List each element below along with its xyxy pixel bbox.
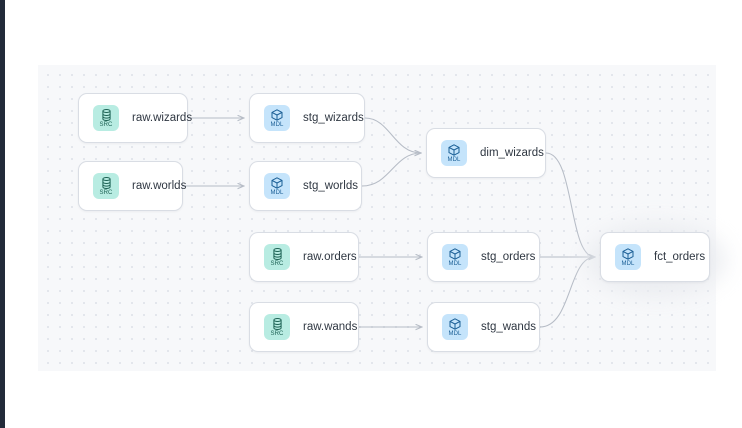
node-label: stg_wizards — [303, 112, 364, 124]
node-kind-badge-src: SRC — [264, 314, 290, 340]
node-kind-label: MDL — [621, 260, 635, 267]
node-raw-orders[interactable]: SRC raw.orders — [249, 232, 359, 282]
node-kind-badge-mdl: MDL — [442, 244, 468, 270]
node-kind-label: MDL — [448, 260, 462, 267]
node-kind-badge-mdl: MDL — [264, 173, 290, 199]
node-kind-badge-mdl: MDL — [442, 314, 468, 340]
cube-icon — [449, 247, 461, 260]
node-kind-label: SRC — [270, 260, 284, 267]
node-kind-label: SRC — [99, 189, 113, 196]
node-label: raw.orders — [303, 251, 357, 263]
cube-icon — [271, 176, 283, 189]
node-label: stg_orders — [481, 251, 536, 263]
node-label: raw.worlds — [132, 180, 187, 192]
node-raw-worlds[interactable]: SRC raw.worlds — [78, 161, 187, 211]
node-kind-badge-src: SRC — [93, 173, 119, 199]
cube-icon — [448, 143, 460, 156]
node-kind-badge-src: SRC — [93, 105, 119, 131]
node-kind-label: MDL — [270, 121, 284, 128]
edge-dim-wizards-fct-orders — [545, 152, 595, 257]
node-kind-badge-mdl: MDL — [264, 105, 290, 131]
node-kind-label: MDL — [447, 156, 461, 163]
node-kind-label: MDL — [270, 189, 284, 196]
node-kind-badge-mdl: MDL — [441, 140, 467, 166]
node-kind-badge-src: SRC — [264, 244, 290, 270]
node-fct-orders[interactable]: MDL fct_orders — [600, 232, 710, 282]
node-stg-worlds[interactable]: MDL stg_worlds — [249, 161, 362, 211]
node-kind-label: SRC — [270, 330, 284, 337]
node-kind-badge-mdl: MDL — [615, 244, 641, 270]
database-icon — [101, 176, 111, 189]
node-raw-wands[interactable]: SRC raw.wands — [249, 302, 359, 352]
cube-icon — [271, 108, 283, 121]
database-icon — [272, 247, 282, 260]
node-label: stg_wands — [481, 321, 536, 333]
node-stg-orders[interactable]: MDL stg_orders — [427, 232, 540, 282]
node-label: stg_worlds — [303, 180, 358, 192]
node-raw-wizards[interactable]: SRC raw.wizards — [78, 93, 192, 143]
node-label: raw.wands — [303, 321, 358, 333]
node-kind-label: MDL — [448, 330, 462, 337]
database-icon — [101, 108, 111, 121]
edge-stg-worlds-dim-wizards — [361, 153, 421, 187]
cube-icon — [622, 247, 634, 260]
edge-stg-wizards-dim-wizards — [364, 117, 421, 153]
cube-icon — [449, 317, 461, 330]
database-icon — [272, 317, 282, 330]
node-kind-label: SRC — [99, 121, 113, 128]
node-label: raw.wizards — [132, 112, 193, 124]
node-label: dim_wizards — [480, 147, 544, 159]
node-stg-wands[interactable]: MDL stg_wands — [427, 302, 540, 352]
node-dim-wizards[interactable]: MDL dim_wizards — [426, 128, 546, 178]
node-stg-wizards[interactable]: MDL stg_wizards — [249, 93, 365, 143]
left-rail — [0, 0, 5, 428]
node-label: fct_orders — [654, 251, 706, 263]
